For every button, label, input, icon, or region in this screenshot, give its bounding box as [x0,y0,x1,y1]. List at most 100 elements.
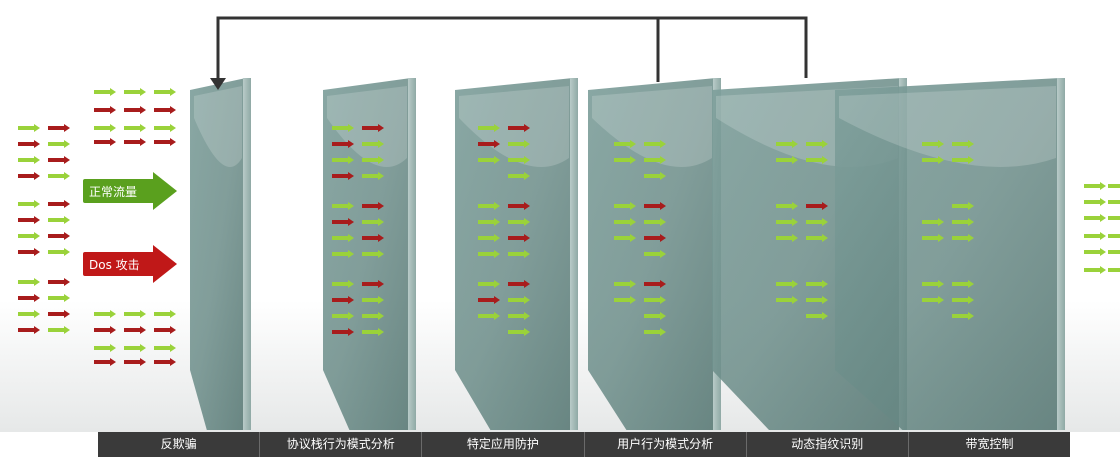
normal-packet-icon [952,218,974,226]
normal-packet-icon [332,156,354,164]
stage-label-bar: 反欺骗 协议栈行为模式分析 特定应用防护 用户行为模式分析 动态指纹识别 带宽控… [98,432,1070,457]
stage-label-protocol-stack-analysis: 协议栈行为模式分析 [260,432,423,457]
diagram-canvas [0,16,1120,432]
normal-packet-icon [94,124,116,132]
glass-edge [1057,78,1065,430]
normal-packet-icon [806,296,828,304]
normal-traffic-label: 正常流量 [89,185,138,199]
outgoing-packets [1084,182,1120,274]
normal-packet-icon [1084,266,1106,274]
attack-packet-icon [18,140,40,148]
normal-packet-icon [362,312,384,320]
attack-packet-icon [124,106,146,114]
stage-label-application-protection: 特定应用防护 [422,432,585,457]
attack-packet-icon [18,216,40,224]
attack-packet-icon [124,358,146,366]
normal-packet-icon [362,172,384,180]
normal-packet-icon [922,140,944,148]
normal-packet-icon [922,218,944,226]
normal-packet-icon [1108,234,1120,238]
stage-label-dynamic-fingerprint: 动态指纹识别 [747,432,909,457]
normal-packet-icon [154,124,176,132]
attack-packet-icon [332,218,354,226]
stage-label-anti-spoofing: 反欺骗 [98,432,261,457]
normal-packet-icon [478,156,500,164]
normal-packet-icon [644,328,666,336]
normal-packet-icon [124,310,146,318]
normal-packet-icon [614,218,636,226]
normal-packet-icon [806,280,828,288]
normal-packet-icon [124,124,146,132]
normal-packet-icon [614,296,636,304]
normal-packet-icon [952,312,974,320]
normal-packet-icon [922,296,944,304]
normal-packet-icon [48,140,70,148]
normal-packet-icon [478,218,500,226]
normal-packet-icon [776,218,798,226]
glass-highlight [839,86,1056,167]
attack-packet-icon [478,140,500,148]
normal-packet-icon [776,156,798,164]
attack-packet-icon [48,156,70,164]
stage-label-user-behavior-analysis: 用户行为模式分析 [585,432,747,457]
normal-packet-icon [18,310,40,318]
normal-packet-icon [1084,214,1106,222]
dos-arrow-head-icon [153,245,177,283]
normal-packet-icon [806,140,828,148]
filter-panes [190,78,1065,430]
normal-packet-icon [124,344,146,352]
normal-packet-icon [952,140,974,148]
normal-arrow-body [83,179,153,203]
normal-packet-icon [18,200,40,208]
normal-packet-icon [18,232,40,240]
glass-edge [243,78,251,430]
attack-packet-icon [48,124,70,132]
normal-packet-icon [952,280,974,288]
attack-packet-icon [362,234,384,242]
attack-packet-icon [18,326,40,334]
normal-packet-icon [952,156,974,164]
normal-packet-icon [644,296,666,304]
normal-packet-icon [614,140,636,148]
normal-packet-icon [644,156,666,164]
normal-packet-icon [362,250,384,258]
normal-packet-icon [18,124,40,132]
glass-face [190,78,246,430]
normal-packet-icon [1108,216,1120,220]
attack-packet-icon [48,232,70,240]
normal-packet-icon [48,216,70,224]
feedback-arrow-line [216,16,808,82]
attack-packet-icon [124,138,146,146]
normal-packet-icon [614,156,636,164]
normal-packet-icon [508,250,530,258]
normal-packet-icon [1084,182,1106,190]
normal-packet-icon [48,294,70,302]
attack-packet-icon [644,280,666,288]
attack-packet-icon [94,326,116,334]
normal-packet-icon [644,172,666,180]
glass-face [835,78,1060,430]
dos-attack-label: Dos 攻击 [89,258,140,272]
pane-bandwidth-control [835,78,1065,430]
normal-packet-icon [478,234,500,242]
normal-packet-icon [48,172,70,180]
attack-packet-icon [362,202,384,210]
normal-packet-icon [332,124,354,132]
attack-packet-icon [508,202,530,210]
attack-packet-icon [124,326,146,334]
normal-packet-icon [478,250,500,258]
normal-packet-icon [614,234,636,242]
attack-packet-icon [94,106,116,114]
normal-packet-icon [922,156,944,164]
normal-packet-icon [508,172,530,180]
normal-packet-icon [952,202,974,210]
normal-packet-icon [776,234,798,242]
normal-packet-icon [332,280,354,288]
normal-packet-icon [1084,248,1106,256]
normal-packet-icon [124,88,146,96]
normal-packet-icon [922,234,944,242]
stage-label-bandwidth-control: 带宽控制 [965,437,1014,451]
normal-arrow-head-icon [153,172,177,210]
attack-packet-icon [478,296,500,304]
attack-packet-icon [508,124,530,132]
